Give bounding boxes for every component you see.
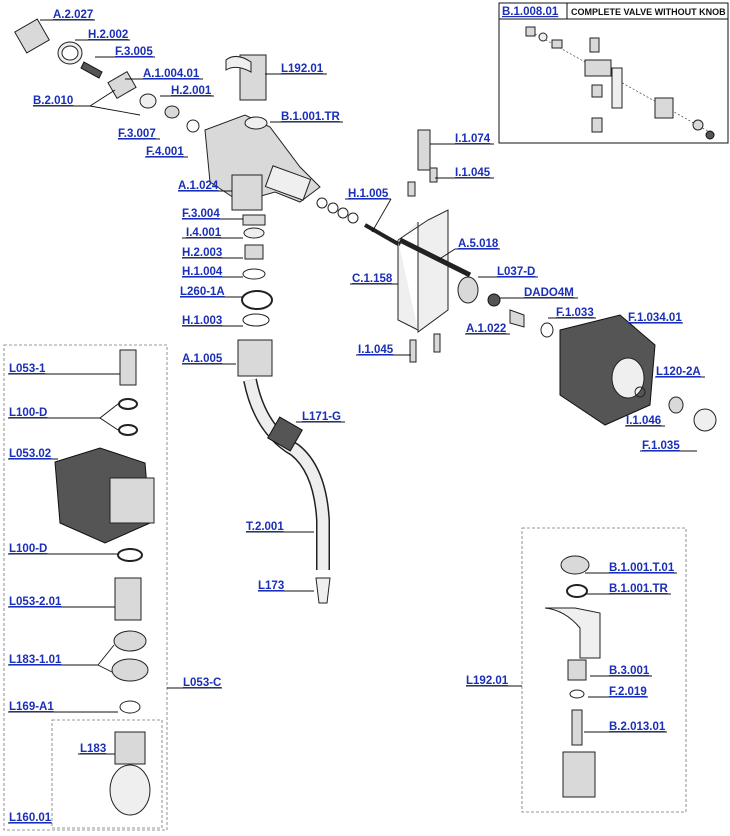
- label-l100d-bottom[interactable]: L100-D: [9, 543, 47, 555]
- label-a1022[interactable]: A.1.022: [466, 323, 506, 335]
- label-l183[interactable]: L183: [80, 743, 106, 755]
- valve-body: [204, 54, 321, 211]
- label-l05302[interactable]: L053.02: [9, 448, 51, 460]
- label-l1202a[interactable]: L120-2A: [656, 366, 701, 378]
- label-h2001[interactable]: H.2.001: [171, 85, 212, 97]
- label-dado4m[interactable]: DADO4M: [524, 287, 574, 299]
- knob-assembly: [559, 314, 717, 432]
- label-l037d[interactable]: L037-D: [497, 266, 535, 278]
- label-l053201[interactable]: L053-2.01: [9, 596, 62, 608]
- label-i4001[interactable]: I.4.001: [186, 227, 222, 239]
- label-f3005[interactable]: F.3.005: [115, 46, 153, 58]
- label-f2019[interactable]: F.2.019: [609, 686, 647, 698]
- left-group-box: [3, 344, 168, 831]
- label-t2001[interactable]: T.2.001: [246, 521, 284, 533]
- label-h1003[interactable]: H.1.003: [182, 315, 222, 327]
- label-l16001[interactable]: L160.01: [9, 812, 52, 824]
- center-stack-parts: [237, 214, 273, 377]
- label-i1045-bottom[interactable]: I.1.045: [358, 344, 394, 356]
- right-group-box: [521, 527, 687, 813]
- label-f103401[interactable]: F.1.034.01: [628, 312, 682, 324]
- steam-wand: [243, 378, 331, 604]
- inset-code[interactable]: B.1.008.01: [502, 6, 559, 18]
- label-h2002[interactable]: H.2.002: [88, 29, 128, 41]
- label-a5018[interactable]: A.5.018: [458, 238, 499, 250]
- label-f3007[interactable]: F.3.007: [118, 128, 156, 140]
- label-b201301[interactable]: B.2.013.01: [609, 721, 666, 733]
- label-f3004[interactable]: F.3.004: [182, 208, 220, 220]
- label-b1001tr-top[interactable]: B.1.001.TR: [281, 111, 340, 123]
- label-h1004[interactable]: H.1.004: [182, 266, 223, 278]
- label-a100401[interactable]: A.1.004.01: [143, 68, 200, 80]
- label-f4001[interactable]: F.4.001: [146, 146, 184, 158]
- inset-valve-thumbnail: [525, 26, 716, 140]
- bracket-assembly: [397, 129, 554, 363]
- label-i1045-top[interactable]: I.1.045: [455, 167, 491, 179]
- label-b3001[interactable]: B.3.001: [609, 665, 650, 677]
- leader-lines: [8, 19, 705, 824]
- label-l173[interactable]: L173: [258, 580, 284, 592]
- part-labels: A.2.027 H.2.002 F.3.005 A.1.004.01 B.2.0…: [9, 9, 701, 824]
- label-l171g[interactable]: L171-G: [302, 411, 341, 423]
- label-i1074[interactable]: I.1.074: [455, 133, 491, 145]
- seal-row: [316, 197, 401, 247]
- label-a1005[interactable]: A.1.005: [182, 353, 223, 365]
- label-c1158[interactable]: C.1.158: [352, 273, 393, 285]
- label-l2601a[interactable]: L260-1A: [180, 286, 225, 298]
- label-i1046[interactable]: I.1.046: [626, 415, 661, 427]
- label-a2027[interactable]: A.2.027: [53, 9, 93, 21]
- label-b1001tr-bottom[interactable]: B.1.001.TR: [609, 583, 668, 595]
- label-h1005[interactable]: H.1.005: [348, 188, 389, 200]
- inset-title: COMPLETE VALVE WITHOUT KNOB: [571, 7, 726, 17]
- label-l19201-bottom[interactable]: L192.01: [466, 675, 509, 687]
- label-f1033[interactable]: F.1.033: [556, 307, 594, 319]
- label-l100d-top[interactable]: L100-D: [9, 407, 47, 419]
- label-h2003[interactable]: H.2.003: [182, 247, 222, 259]
- label-f1035[interactable]: F.1.035: [642, 440, 680, 452]
- label-b2010[interactable]: B.2.010: [33, 95, 73, 107]
- label-l19201-top[interactable]: L192.01: [281, 63, 324, 75]
- valve-seat-parts: [14, 18, 200, 133]
- label-l053c[interactable]: L053-C: [183, 677, 221, 689]
- inset-complete-valve: B.1.008.01 COMPLETE VALVE WITHOUT KNOB: [498, 2, 729, 144]
- label-l169a1[interactable]: L169-A1: [9, 701, 54, 713]
- label-l183101[interactable]: L183-1.01: [9, 654, 62, 666]
- label-a1024[interactable]: A.1.024: [178, 180, 219, 192]
- label-b1001t01[interactable]: B.1.001.T.01: [609, 562, 675, 574]
- label-l0531[interactable]: L053-1: [9, 363, 46, 375]
